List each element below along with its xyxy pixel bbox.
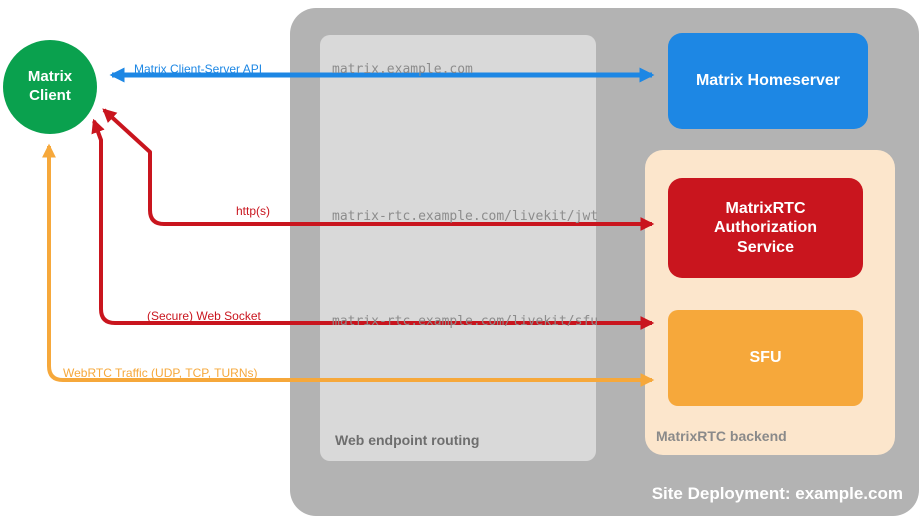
site-deployment-label: Site Deployment: example.com	[651, 484, 903, 503]
sfu-label: SFU	[749, 349, 782, 366]
matrix-homeserver-label: Matrix Homeserver	[695, 72, 841, 89]
connection-label-webrtc-traffic: WebRTC Traffic (UDP, TCP, TURNs)	[63, 366, 258, 380]
matrix-client-node: Matrix Client	[3, 40, 97, 134]
endpoint-url-livekit-jwt: matrix-rtc.example.com/livekit/jwt	[332, 209, 599, 224]
endpoint-url-livekit-sfu: matrix-rtc.example.com/livekit/sfu	[332, 314, 599, 329]
connection-label-websocket: (Secure) Web Socket	[147, 309, 261, 323]
matrixrtc-backend-label: MatrixRTC backend	[656, 428, 787, 444]
matrixrtc-authorization-service-node: MatrixRTC Authorization Service	[668, 178, 863, 278]
connection-label-https: http(s)	[236, 204, 271, 218]
web-endpoint-routing-label: Web endpoint routing	[335, 432, 480, 448]
sfu-node: SFU	[668, 310, 863, 406]
endpoint-url-homeserver: matrix.example.com	[332, 62, 473, 77]
matrixrtc-authorization-service-label: MatrixRTC Authorization Service	[713, 200, 818, 256]
matrix-homeserver-node: Matrix Homeserver	[668, 33, 868, 129]
connection-label-client-server-api: Matrix Client-Server API	[134, 62, 263, 76]
matrix-client-label: Matrix Client	[27, 68, 73, 104]
web-endpoint-routing-container: Web endpoint routing	[320, 35, 596, 461]
